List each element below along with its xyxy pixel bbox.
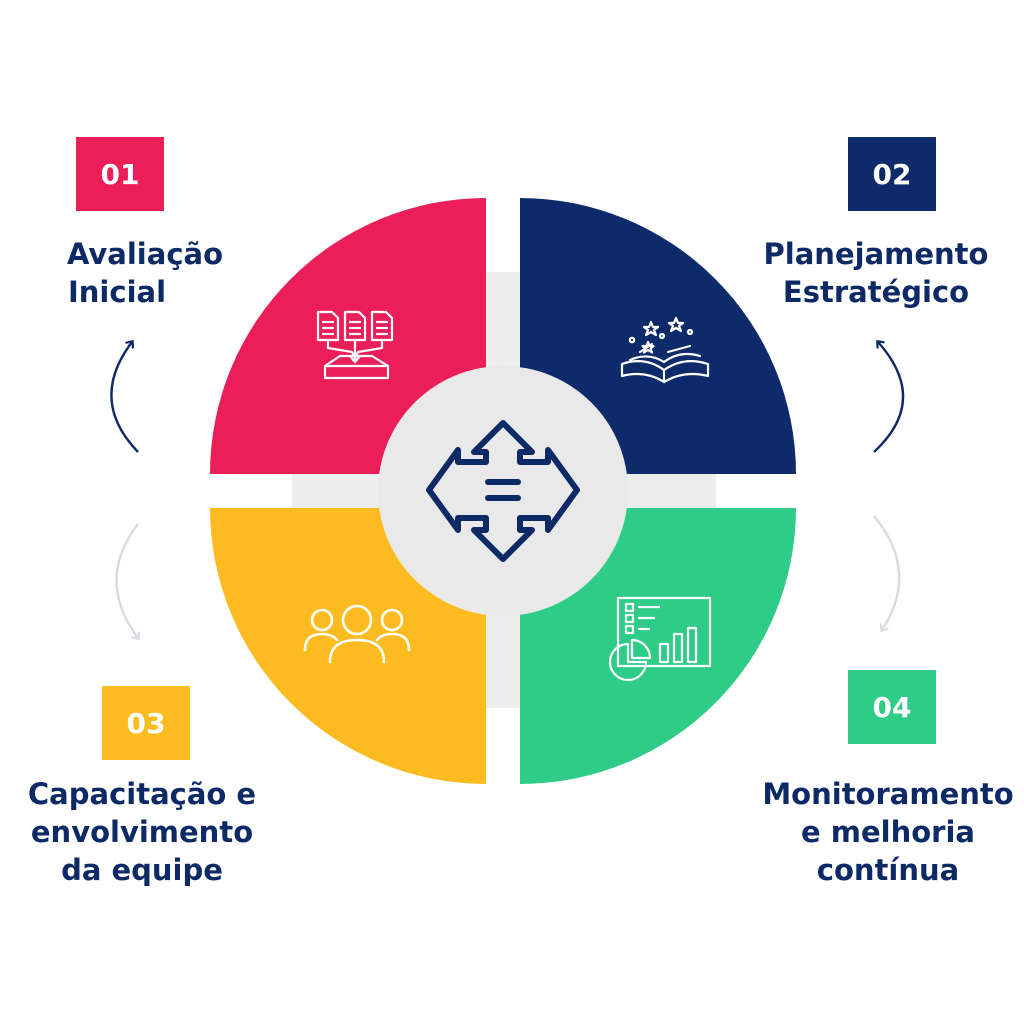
four-way-arrows-equals-icon	[426, 420, 580, 562]
step-2-title-line-1: Planejamento	[763, 237, 989, 271]
open-book-stars-icon	[620, 316, 710, 384]
step-1-badge: 01	[76, 137, 164, 211]
center-circle	[378, 366, 628, 616]
step-1-title-line-2: Inicial	[68, 275, 167, 309]
step-3-title-line-2: envolvimento	[30, 815, 254, 849]
step-3-title-line-3: da equipe	[61, 853, 223, 887]
step-3-title-line-1: Capacitação e	[27, 777, 257, 811]
step-4-title-line-3: contínua	[816, 853, 960, 887]
step-3-badge: 03	[102, 686, 190, 760]
documents-inbox-icon	[316, 310, 394, 380]
step-3-title: Capacitação e envolvimento da equipe	[8, 775, 276, 889]
team-people-icon	[303, 604, 411, 664]
arrow-up-right-icon	[873, 342, 905, 453]
step-2-badge: 02	[848, 137, 936, 211]
step-4-title-line-1: Monitoramento	[762, 777, 1014, 811]
arrow-down-left-icon	[115, 523, 139, 638]
arrow-up-left-icon	[110, 342, 139, 453]
step-4-title-line-2: e melhoria	[801, 815, 975, 849]
step-1-title-line-1: Avaliação	[66, 237, 224, 271]
step-4-badge: 04	[848, 670, 936, 744]
step-2-title-line-2: Estratégico	[782, 275, 970, 309]
dashboard-chart-icon	[608, 596, 712, 682]
step-4-title: Monitoramento e melhoria contínua	[752, 775, 1024, 889]
step-1-title: Avaliação Inicial	[40, 235, 250, 311]
arrow-down-right-icon	[873, 515, 901, 630]
step-2-title: Planejamento Estratégico	[748, 235, 1004, 311]
